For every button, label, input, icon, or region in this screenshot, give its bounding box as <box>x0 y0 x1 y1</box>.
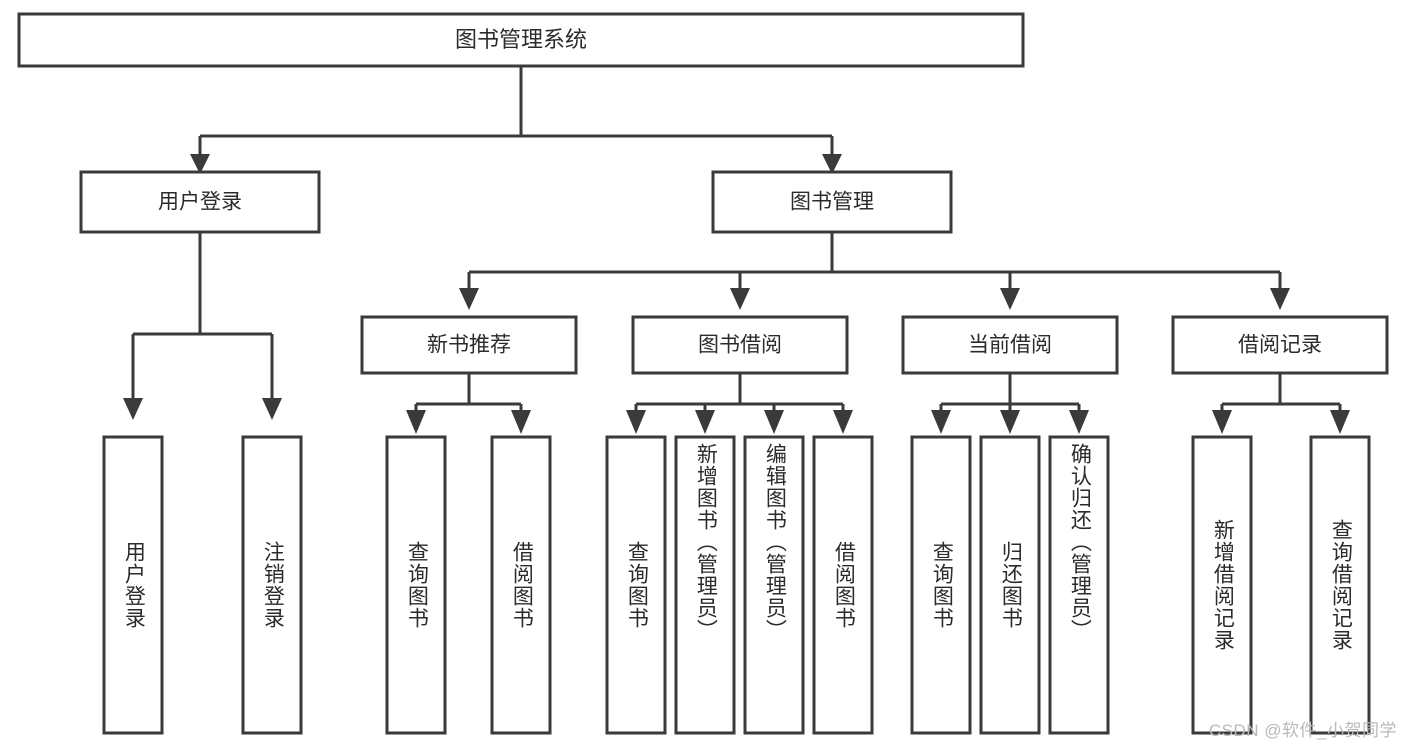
leaf-node[interactable] <box>241 435 303 735</box>
watermark-text: CSDN @软件_小贺同学 <box>1208 721 1397 740</box>
node-new-book-recommend[interactable]: 新书推荐 <box>360 315 578 375</box>
leaf-node[interactable] <box>385 435 447 735</box>
connector-userlogin-to-leaves <box>123 232 282 420</box>
node-current-borrow[interactable]: 当前借阅 <box>901 315 1119 375</box>
node-user-login-label: 用户登录 <box>158 191 242 214</box>
connector-bookborrow-to-leaves <box>626 373 853 434</box>
connector-borrowrecord-to-leaves <box>1212 373 1350 434</box>
connector-currentborrow-to-leaves <box>931 373 1089 434</box>
node-root[interactable]: 图书管理系统 <box>17 12 1025 68</box>
leaf-node[interactable] <box>1048 435 1110 735</box>
leaf-node[interactable] <box>102 435 164 735</box>
leaf-node[interactable] <box>674 435 736 735</box>
node-book-management-label: 图书管理 <box>790 191 874 214</box>
leaf-node[interactable] <box>979 435 1041 735</box>
leaf-node[interactable] <box>812 435 874 735</box>
leaf-node[interactable] <box>1191 435 1253 735</box>
leaf-node[interactable] <box>743 435 805 735</box>
node-book-management[interactable]: 图书管理 <box>711 170 953 234</box>
connector-newbook-to-leaves <box>406 373 531 434</box>
node-user-login[interactable]: 用户登录 <box>79 170 321 234</box>
leaf-node[interactable] <box>605 435 667 735</box>
node-current-borrow-label: 当前借阅 <box>968 334 1052 357</box>
connector-bookmgmt-to-level3 <box>459 232 1290 310</box>
leaf-node[interactable] <box>1309 435 1371 735</box>
node-new-book-recommend-label: 新书推荐 <box>427 334 511 357</box>
node-borrow-record[interactable]: 借阅记录 <box>1171 315 1389 375</box>
node-borrow-record-label: 借阅记录 <box>1238 334 1322 357</box>
node-book-borrow-label: 图书借阅 <box>698 334 782 357</box>
node-book-borrow[interactable]: 图书借阅 <box>631 315 849 375</box>
leaf-node[interactable] <box>910 435 972 735</box>
node-root-label: 图书管理系统 <box>455 27 587 52</box>
leaf-node[interactable] <box>490 435 552 735</box>
connector-root-to-level2 <box>190 66 842 174</box>
